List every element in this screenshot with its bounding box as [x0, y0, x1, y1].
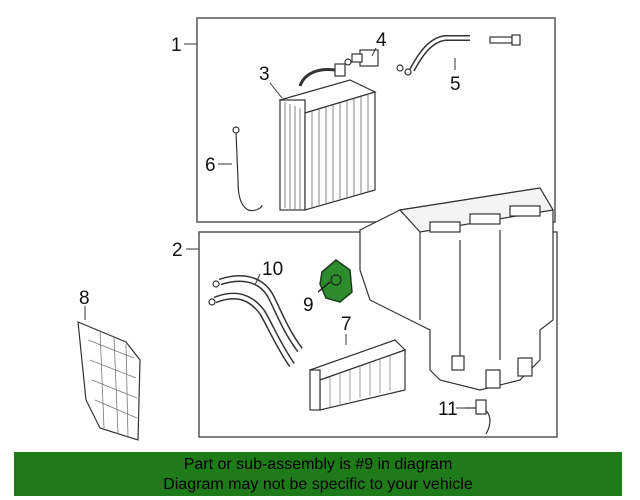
info-banner: Part or sub-assembly is #9 in diagram Di…	[14, 452, 622, 496]
callout-2: 2	[172, 240, 183, 261]
heater-hoses	[208, 275, 303, 368]
thermistor	[232, 126, 263, 212]
drain-hose	[465, 399, 491, 435]
callout-4: 4	[376, 30, 387, 51]
callout-10: 10	[262, 259, 283, 280]
callout-8: 8	[79, 288, 90, 309]
banner-line-2: Diagram may not be specific to your vehi…	[163, 476, 473, 493]
callout-9: 9	[303, 295, 314, 316]
evaporator-core	[278, 63, 377, 211]
callout-11: 11	[438, 399, 458, 420]
heater-case	[359, 187, 554, 391]
callout-7: 7	[341, 314, 352, 335]
highlighted-part-9	[317, 259, 353, 303]
banner-line-1: Part or sub-assembly is #9 in diagram	[183, 456, 453, 473]
callout-3: 3	[259, 64, 270, 85]
expansion-valve	[344, 49, 379, 67]
callout-5: 5	[450, 74, 461, 95]
bolt	[489, 34, 521, 46]
callout-6: 6	[205, 155, 216, 176]
heater-core	[308, 339, 407, 411]
ac-tube	[396, 35, 470, 76]
duct-panel	[77, 321, 141, 441]
parts-diagram: 1 2 3 4 5	[77, 17, 558, 441]
callout-1: 1	[171, 35, 182, 56]
